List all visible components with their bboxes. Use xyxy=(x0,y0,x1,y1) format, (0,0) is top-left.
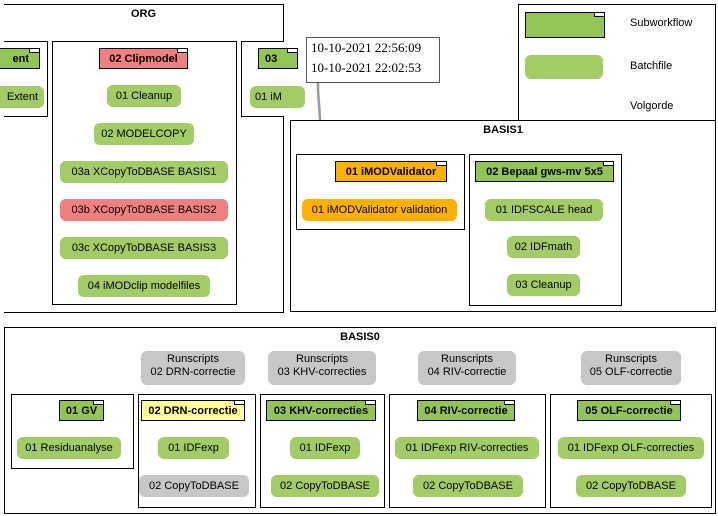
olf-step-copytodbase[interactable]: 02 CopyToDBASE xyxy=(576,475,686,497)
legend-order-label: Volgorde xyxy=(630,100,674,112)
runscripts-olf-line1: Runscripts xyxy=(605,353,657,365)
clip-step-xcopy-basis3[interactable]: 03c XCopyToDBASE BASIS3 xyxy=(60,237,228,259)
clip-step-cleanup[interactable]: 01 Cleanup xyxy=(107,85,181,107)
gv-subworkflow[interactable]: 01 GV xyxy=(59,400,104,421)
khv-step-copytodbase[interactable]: 02 CopyToDBASE xyxy=(271,475,379,497)
olf-step-idfexp[interactable]: 01 IDFexp OLF-correcties xyxy=(558,437,704,459)
riv-step-copytodbase[interactable]: 02 CopyToDBASE xyxy=(413,475,523,497)
timestamp-box: 10-10-2021 22:56:09 10-10-2021 22:02:53 xyxy=(306,37,440,83)
org-left-batchfile[interactable]: Extent xyxy=(0,86,44,108)
runscripts-khv[interactable]: Runscripts 03 KHV-correcties xyxy=(268,351,376,385)
gws-subworkflow[interactable]: 02 Bepaal gws-mv 5x5 xyxy=(475,161,614,182)
khv-subworkflow[interactable]: 03 KHV-correcties xyxy=(266,400,376,421)
clip-step-modelcopy[interactable]: 02 MODELCOPY xyxy=(94,123,194,145)
drn-step-idfexp[interactable]: 01 IDFexp xyxy=(158,437,229,459)
timestamp-2: 10-10-2021 22:02:53 xyxy=(311,60,422,75)
basis1-title: BASIS1 xyxy=(483,124,523,136)
runscripts-khv-line1: Runscripts xyxy=(296,353,348,365)
legend-subworkflow-swatch xyxy=(525,12,605,38)
runscripts-olf[interactable]: Runscripts 05 OLF-correctie xyxy=(581,351,681,385)
org-title: ORG xyxy=(130,8,157,20)
org-right-batchfile[interactable]: 01 iM xyxy=(250,86,305,108)
runscripts-drn[interactable]: Runscripts 02 DRN-correctie xyxy=(141,351,245,385)
drn-subworkflow[interactable]: 02 DRN-correctie xyxy=(141,400,245,421)
org-right-subworkflow[interactable]: 03 xyxy=(258,48,298,69)
clip-step-xcopy-basis2[interactable]: 03b XCopyToDBASE BASIS2 xyxy=(60,199,228,221)
olf-subworkflow[interactable]: 05 OLF-correctie xyxy=(577,400,681,421)
runscripts-olf-line2: 05 OLF-correctie xyxy=(589,366,673,378)
org-left-subworkflow[interactable]: ent xyxy=(0,48,40,69)
clip-step-xcopy-basis1[interactable]: 03a XCopyToDBASE BASIS1 xyxy=(60,161,228,183)
legend-subworkflow-label: Subworkflow xyxy=(630,17,693,29)
legend-batchfile-swatch xyxy=(525,55,603,79)
clipmodel-subworkflow[interactable]: 02 Clipmodel xyxy=(99,48,188,69)
runscripts-drn-line1: Runscripts xyxy=(167,353,219,365)
drn-step-copytodbase[interactable]: 02 CopyToDBASE xyxy=(139,475,249,497)
timestamp-1: 10-10-2021 22:56:09 xyxy=(311,40,422,55)
runscripts-khv-line2: 03 KHV-correcties xyxy=(277,366,367,378)
runscripts-riv-line1: Runscripts xyxy=(441,353,493,365)
runscripts-drn-line2: 02 DRN-correctie xyxy=(150,366,236,378)
gws-step-idfscale[interactable]: 01 IDFSCALE head xyxy=(485,199,603,221)
validator-step[interactable]: 01 iMODValidator validation xyxy=(302,199,457,221)
runscripts-riv[interactable]: Runscripts 04 RIV-correctie xyxy=(418,351,516,385)
khv-step-idfexp[interactable]: 01 IDFexp xyxy=(290,437,360,459)
basis0-title: BASIS0 xyxy=(340,331,380,343)
legend-batchfile-label: Batchfile xyxy=(630,60,673,72)
validator-subworkflow[interactable]: 01 iMODValidator xyxy=(335,161,447,182)
gws-step-idfmath[interactable]: 02 IDFmath xyxy=(507,236,580,258)
gws-step-cleanup[interactable]: 03 Cleanup xyxy=(507,274,580,296)
gv-step-residuanalyse[interactable]: 01 Residuanalyse xyxy=(17,437,121,459)
clip-step-imodclip[interactable]: 04 iMODclip modelfiles xyxy=(78,275,210,297)
riv-subworkflow[interactable]: 04 RIV-correctie xyxy=(417,400,515,421)
runscripts-riv-line2: 04 RIV-correctie xyxy=(427,366,507,378)
riv-step-idfexp[interactable]: 01 IDFexp RIV-correcties xyxy=(395,437,539,459)
